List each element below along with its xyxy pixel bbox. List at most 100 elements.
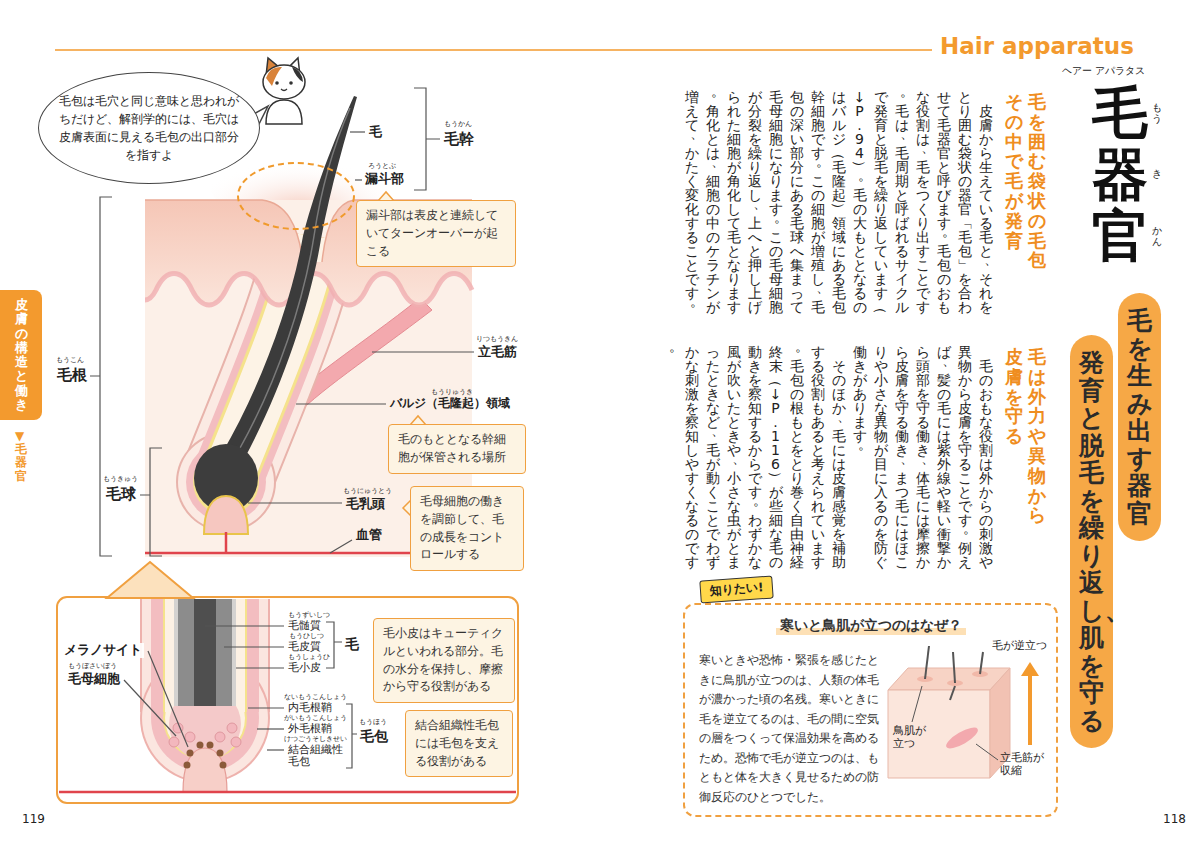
glyph: 増	[807, 244, 828, 258]
glyph: 、	[938, 353, 959, 367]
glyph: 、	[896, 126, 917, 140]
glyph: 官	[954, 202, 975, 216]
magnified-inset-part-part	[207, 742, 214, 749]
glyph: 髪	[933, 373, 954, 387]
glyph: か	[912, 555, 933, 569]
column-body: 寒いときや恐怖・緊張を感じたときに鳥肌が立つのは、人類の体毛が濃かった頃の名残。…	[699, 651, 885, 807]
glyph: 変	[681, 188, 702, 202]
glyph: 皮	[891, 359, 912, 373]
glyph: 」	[958, 255, 972, 276]
glyph: す	[870, 286, 891, 300]
glyph: 周	[891, 160, 912, 174]
glyph: り	[786, 471, 807, 485]
glyph: る	[828, 272, 849, 286]
glyph: 。	[665, 339, 686, 353]
ruby-text: もうほう	[359, 718, 387, 726]
ruby-text: がいもうこんしょう	[284, 715, 347, 722]
glyph: く	[681, 174, 702, 188]
glyph: っ	[786, 286, 807, 300]
glyph: 毛	[828, 286, 849, 300]
glyph: の	[681, 527, 702, 541]
figure-label: 立毛筋が収縮	[1000, 752, 1050, 777]
goosebump-illustration-part	[943, 724, 980, 752]
glyph: ラ	[702, 258, 723, 272]
glyph: な	[723, 499, 744, 513]
part-label: 毛母細胞	[66, 672, 122, 687]
glyph: こ	[807, 174, 828, 188]
glyph: と	[702, 373, 723, 387]
glyph: →	[853, 87, 867, 108]
glyph: か	[744, 541, 765, 555]
glyph: ジ	[828, 132, 849, 146]
part-label: バルジ（毛隆起）領域	[390, 397, 510, 411]
glyph: た	[723, 118, 744, 132]
glyph: あ	[807, 415, 828, 429]
glyph: す	[681, 216, 702, 230]
goosebump-illustration-part	[917, 671, 988, 686]
glyph: こ	[765, 230, 786, 244]
glyph: 胞	[765, 132, 786, 146]
glyph: 、	[707, 154, 728, 168]
cat-illustration-part	[281, 89, 287, 91]
glyph: 物	[870, 429, 891, 443]
glyph: え	[681, 104, 702, 118]
glyph: 細	[765, 286, 786, 300]
callout-box: 毛小皮はキューティクルといわれる部分。毛の水分を保持し、摩擦から守る役割がある	[373, 618, 515, 703]
goosebump-illustration-part-part	[925, 646, 929, 679]
glyph: は	[933, 429, 954, 443]
glyph: と	[681, 258, 702, 272]
glyph: 、	[833, 409, 854, 423]
page-number: 118	[1163, 813, 1186, 827]
glyph: 隆	[828, 174, 849, 188]
magnified-inset-part	[107, 562, 193, 598]
glyph: か	[954, 373, 975, 387]
glyph: か	[681, 345, 702, 359]
glyph: が	[723, 527, 744, 541]
glyph: を	[786, 443, 807, 457]
part-label: 漏斗部	[365, 172, 404, 187]
glyph: る	[681, 513, 702, 527]
glyph: ル	[891, 300, 912, 314]
glyph: 考	[807, 457, 828, 471]
glyph: 風	[723, 345, 744, 359]
glyph: わ	[744, 513, 765, 527]
glyph: 毛	[954, 230, 975, 244]
callout-text: 毛小皮はキューティクルといわれる部分。毛の水分を保持し、摩擦から守る役割がある	[383, 625, 505, 696]
glyph: る	[891, 244, 912, 258]
goosebump-illustration-part	[888, 690, 990, 778]
glyph: で	[912, 286, 933, 300]
glyph: ま	[723, 555, 744, 569]
glyph: 細	[765, 513, 786, 527]
magnified-inset-part-part	[148, 651, 188, 747]
glyph: 裂	[744, 118, 765, 132]
glyph: た	[723, 401, 744, 415]
main-title: 毛器官	[1092, 82, 1148, 267]
glyph: も	[975, 401, 996, 415]
glyph: る	[744, 429, 765, 443]
glyph: が	[723, 160, 744, 174]
glyph: へ	[786, 244, 807, 258]
glyph: 助	[828, 555, 849, 569]
glyph: 毛	[828, 160, 849, 174]
glyph: の	[702, 202, 723, 216]
glyph: を	[975, 300, 996, 314]
glyph: り	[723, 272, 744, 286]
glyph: る	[954, 457, 975, 471]
glyph: 1	[765, 429, 786, 443]
glyph: し	[744, 272, 765, 286]
glyph: と	[849, 244, 870, 258]
glyph: ら	[912, 345, 933, 359]
glyph: の	[765, 555, 786, 569]
section-heading: その中で毛が発育	[1005, 92, 1023, 250]
glyph: 察	[681, 415, 702, 429]
glyph: す	[681, 555, 702, 569]
magnified-inset-part	[57, 597, 518, 803]
glyph: 些	[765, 499, 786, 513]
glyph: た	[702, 359, 723, 373]
glyph: 、	[896, 451, 917, 465]
column-title: 寒いと鳥肌が立つのはなぜ？	[776, 617, 966, 635]
glyph: あ	[786, 188, 807, 202]
glyph: 返	[870, 216, 891, 230]
glyph: に	[912, 499, 933, 513]
glyph: び	[933, 188, 954, 202]
